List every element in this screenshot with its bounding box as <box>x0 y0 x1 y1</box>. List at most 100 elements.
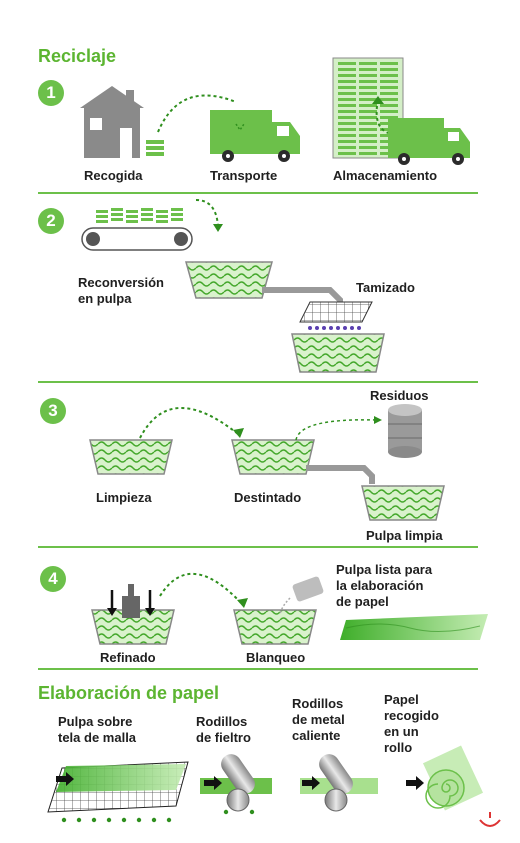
paper-bundle <box>380 92 398 95</box>
paper-bundle <box>141 208 153 211</box>
deinking-vat-icon <box>231 439 315 475</box>
black-arrow-icon <box>56 772 74 786</box>
paper-bundle <box>338 122 356 125</box>
paper-bundle <box>359 134 377 137</box>
paper-bundle <box>338 80 356 83</box>
clean-pulp-vat-icon <box>361 485 445 521</box>
drop-icon <box>249 809 255 815</box>
paper-bundle <box>338 68 356 71</box>
paper-bundle <box>338 62 356 65</box>
drop-icon <box>91 817 97 823</box>
paper-bundle <box>96 215 108 218</box>
page-title: Reciclaje <box>38 46 117 66</box>
paper-bundle <box>359 98 377 101</box>
paper-bundle <box>156 210 168 213</box>
paper-bundle <box>171 208 183 211</box>
paper-bundle <box>380 62 398 65</box>
paper-bundle <box>111 208 123 211</box>
bleaching-vat-icon <box>233 609 317 645</box>
heated-rollers-icon <box>300 754 378 812</box>
label-clean-pulp: Pulpa limpia <box>366 528 443 543</box>
pulper-vat-icon <box>185 261 273 299</box>
paper-bundle <box>380 116 398 119</box>
label-transport: Transporte <box>210 168 278 183</box>
paper-bundle <box>359 152 377 155</box>
paper-bundle <box>126 215 138 218</box>
paper-bundle <box>380 80 398 83</box>
wire-mesh-icon <box>47 761 189 823</box>
paper-bundle <box>359 86 377 89</box>
label-storage: Almacenamiento <box>333 168 438 183</box>
paper-bundle <box>96 220 108 223</box>
section-divider <box>38 381 478 383</box>
truck-icon <box>388 118 470 165</box>
paper-bundle <box>338 152 356 155</box>
paper-bundle <box>359 80 377 83</box>
label-collect: Recogida <box>84 168 143 183</box>
paper-bundle <box>380 74 398 77</box>
conveyor-belt-icon <box>81 208 193 251</box>
black-arrow-icon <box>406 776 424 790</box>
label-refine: Refinado <box>100 650 156 665</box>
drop-icon <box>357 326 361 330</box>
paper-bundle <box>380 68 398 71</box>
papermaking-title: Elaboración de papel <box>38 683 220 703</box>
black-arrow-icon <box>204 776 222 790</box>
paper-bundle <box>380 98 398 101</box>
paper-bundle <box>126 220 138 223</box>
paper-bundle <box>338 86 356 89</box>
paper-bundle <box>338 146 356 149</box>
paper-bundle <box>141 213 153 216</box>
paper-bundle <box>156 215 168 218</box>
paper-bundle <box>171 218 183 221</box>
paper-bundle <box>380 104 398 107</box>
label-clean: Limpieza <box>96 490 152 505</box>
drop-icon <box>151 817 157 823</box>
truck-icon <box>210 110 300 162</box>
paper-bundle <box>380 86 398 89</box>
drop-icon <box>136 817 142 823</box>
drop-icon <box>336 326 340 330</box>
paper-bundle <box>171 213 183 216</box>
paper-bundle <box>359 110 377 113</box>
screen-mesh-icon <box>299 301 373 330</box>
paper-bundle <box>338 128 356 131</box>
paper-bundle <box>380 110 398 113</box>
paper-bundle <box>141 218 153 221</box>
step-number: 1 <box>38 80 64 106</box>
paper-bundle <box>359 74 377 77</box>
drop-icon <box>308 326 312 330</box>
corner-logo-icon <box>479 819 501 827</box>
paper-roll-icon <box>422 745 484 811</box>
drop-icon <box>61 817 67 823</box>
paper-bundle <box>359 92 377 95</box>
paper-bundle <box>359 116 377 119</box>
drop-icon <box>350 326 354 330</box>
paper-bundle <box>338 110 356 113</box>
waste-barrel-icon <box>388 404 422 458</box>
paper-bundle <box>338 134 356 137</box>
paper-bundle <box>359 128 377 131</box>
paper-bundle <box>359 104 377 107</box>
section-divider <box>38 546 478 548</box>
label-deink: Destintado <box>234 490 302 505</box>
paper-bundle <box>359 68 377 71</box>
section-divider <box>38 192 478 194</box>
label-waste: Residuos <box>370 388 429 403</box>
drop-icon <box>106 817 112 823</box>
step-number: 2 <box>38 208 64 234</box>
drop-icon <box>343 326 347 330</box>
label-bleach: Blanqueo <box>246 650 306 665</box>
label-screen: Tamizado <box>356 280 415 295</box>
drop-icon <box>315 326 319 330</box>
paper-bundle <box>338 92 356 95</box>
drop-icon <box>322 326 326 330</box>
section-divider <box>38 668 478 670</box>
paper-bundle <box>111 213 123 216</box>
